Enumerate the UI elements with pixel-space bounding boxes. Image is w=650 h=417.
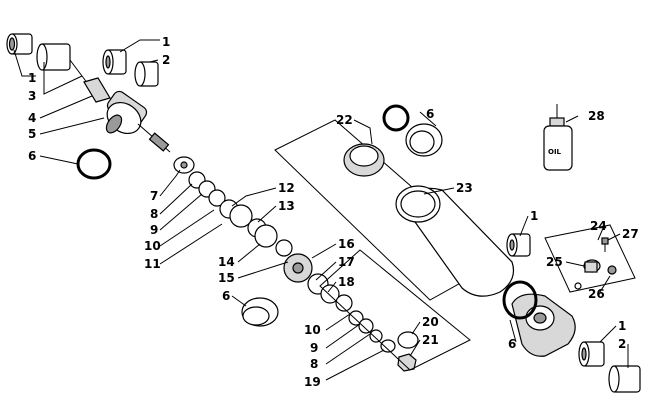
callout-25: 25 [546,255,563,269]
callout-6: 6 [222,289,230,303]
callout-16: 16 [338,237,355,251]
callout-22: 22 [336,113,353,127]
valve-25 [583,259,601,273]
spacer-2-top [134,61,159,87]
callout-15: 15 [218,271,235,285]
spring-small [574,282,582,290]
callout-1: 1 [618,319,626,333]
piston-15 [283,253,313,283]
callout-11: 11 [144,257,161,271]
callout-5: 5 [28,127,36,141]
screw-27 [601,237,609,252]
callout-17: 17 [338,255,355,269]
callout-12: 12 [278,181,295,195]
bearing-cup-6-lower [241,297,279,327]
cap-22 [343,143,385,177]
callout-26: 26 [588,287,605,301]
callout-4: 4 [28,111,36,125]
callout-18: 18 [338,275,355,289]
callout-1: 1 [530,209,538,223]
bushing-1-top [102,49,127,75]
callout-27: 27 [622,227,639,241]
callout-3: 3 [28,89,36,103]
reservoir-tube-23 [395,185,515,297]
callout-6: 6 [28,149,36,163]
spacer-2-bottom-right [608,365,641,393]
bushing-1-bottom-right [578,341,605,367]
callout-7: 7 [150,189,158,203]
washer-20 [397,331,419,349]
callout-6: 6 [508,337,516,351]
nut-21 [397,353,417,372]
callout-9: 9 [310,341,318,355]
callout-labels: 1 2 1 3 4 5 6 7 8 9 10 11 12 13 14 15 16… [28,35,639,389]
oil-bottle-28: OIL [543,104,573,171]
callout-20: 20 [422,315,439,329]
callout-8: 8 [150,207,158,221]
callout-13: 13 [278,199,295,213]
shock-body-eyelet [511,293,576,357]
callout-9: 9 [150,223,158,237]
callout-10: 10 [144,239,161,253]
top-left-bushing-1 [6,33,33,55]
lower-bracket-line [319,249,471,371]
callout-8: 8 [310,357,318,371]
shaft-assembly [69,59,171,153]
o-ring-6-top [382,104,410,132]
callout-6: 6 [426,107,434,121]
callout-28: 28 [588,109,605,123]
oil-label: OIL [548,148,562,156]
callout-19: 19 [304,375,321,389]
callout-1: 1 [162,35,170,49]
callout-10: 10 [304,323,321,337]
seal-6-top [405,123,443,157]
valve-bracket-line [544,224,636,293]
callout-21: 21 [422,333,439,347]
o-ring-6-right [502,280,538,320]
callout-2: 2 [618,337,626,351]
bushing-1-right [506,233,531,257]
washer-stack-upper [173,156,293,257]
callout-1: 1 [28,71,36,85]
callout-23: 23 [456,181,473,195]
ball-26 [607,265,617,275]
callout-24: 24 [590,219,607,233]
o-ring-6-left [76,148,112,180]
callout-14: 14 [218,255,235,269]
leader-lines [13,39,629,381]
top-left-sleeve [36,43,71,71]
callout-2: 2 [162,53,170,67]
